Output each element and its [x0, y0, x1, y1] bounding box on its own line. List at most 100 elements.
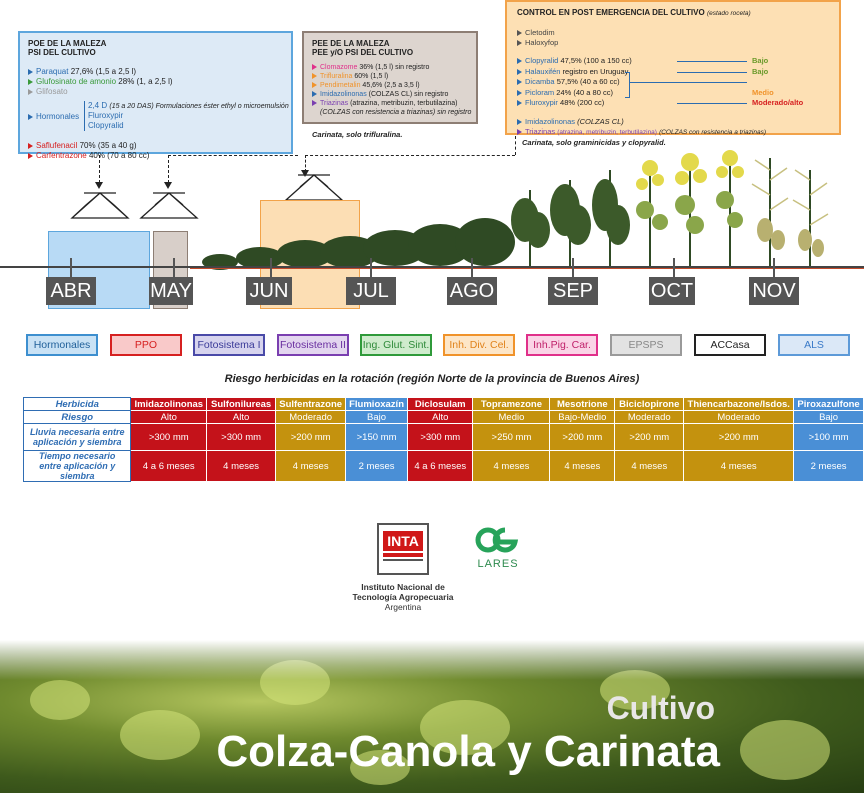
column-header: Sulfonilureas [206, 397, 277, 411]
legend-item: Fotosistema I [193, 334, 265, 356]
herbicide-name: Clopyralid [525, 56, 559, 65]
column-header: Diclosulam [407, 397, 474, 411]
hormonales-label: Hormonales [36, 112, 80, 121]
table-cell: >200 mm [549, 423, 616, 451]
herbicide-name: Trifluralina [320, 73, 353, 80]
arrow-icon [28, 68, 33, 75]
month-label: JUN [246, 277, 292, 305]
poe-item: Carfentrazone 40% (70 a 80 cc) [28, 151, 283, 161]
risk-arrow [677, 61, 747, 62]
arrow-icon [517, 128, 522, 135]
risk-arrow [630, 82, 747, 83]
poe-box: POE DE LA MALEZA PSI DEL CULTIVO Paraqua… [18, 31, 293, 160]
column-header: Piroxazulfone [793, 397, 864, 411]
arrow-down-icon [301, 170, 309, 177]
month-label: SEP [548, 277, 598, 305]
herbicide-dose: 28% (1, a 2,5 l) [118, 77, 173, 86]
row-label: Lluvia necesaria entre aplicación y siem… [22, 423, 132, 451]
risk-label: Moderado/alto [752, 98, 804, 107]
connector-line [168, 155, 298, 156]
risk-label: Bajo [752, 56, 769, 65]
herbicide-dose: 36% (1,5 l) sin registro [359, 64, 430, 71]
arrow-down-icon [95, 182, 103, 189]
post-item: Clopyralid 47,5% (100 a 150 cc) Bajo [517, 56, 829, 67]
herbicide-dose: 24% (40 a 80 cc) [556, 87, 613, 97]
legend-item: Inh. Div. Cel. [443, 334, 515, 356]
connector-line [305, 155, 306, 172]
column-header: Imidazolinonas [130, 397, 208, 411]
herbicide-dose: 45,6% (2,5 a 3,5 l) [362, 82, 420, 89]
hormonal-item: Fluroxypir [88, 111, 124, 120]
month-label: ABR [46, 277, 96, 305]
table-cell: Moderado [614, 410, 685, 424]
tree-glyph-icon [70, 192, 130, 219]
month-label: JUL [346, 277, 396, 305]
herbicide-name: Haloxyfop [525, 38, 559, 47]
table-cell: Moderado [275, 410, 347, 424]
risk-arrow [677, 71, 747, 73]
poe-item: Saflufenacil 70% (35 a 40 g) [28, 141, 283, 151]
month-tick [173, 258, 175, 278]
herbicide-name: Picloram [525, 87, 555, 97]
arrow-icon [517, 68, 522, 75]
column-header: Topramezone [472, 397, 551, 411]
arrow-icon [312, 100, 317, 107]
pee-item: Clomazome 36% (1,5 l) sin registro [312, 63, 468, 72]
table-cell: 4 meses [206, 450, 277, 482]
poe-title-1: POE DE LA MALEZA [28, 39, 107, 48]
hormonales-note: (15 a 20 DAS) Formulaciones éster ethyl … [109, 103, 289, 110]
risk-label: Bajo [752, 66, 769, 76]
tree-glyph-icon [139, 192, 199, 219]
month-tick [572, 258, 574, 278]
inta-caption: Instituto Nacional de Tecnología Agropec… [320, 582, 486, 612]
poe-item: Glifosato [28, 87, 283, 97]
inta-line-2: Tecnología Agropecuaria [352, 592, 454, 602]
pee-box: PEE DE LA MALEZA PEE y/O PSI DEL CULTIVO… [302, 31, 478, 124]
month-label: NOV [749, 277, 799, 305]
table-cell: >250 mm [472, 423, 551, 451]
herbicide-name: Imidazolinonas [320, 91, 367, 98]
herbicide-name: Glifosato [36, 87, 68, 96]
inta-line-3: Argentina [384, 602, 422, 612]
herbicide-dose: (atrazina, metribuzin, terbutilazina) [350, 100, 458, 107]
pee-item: Triazinas (atrazina, metribuzin, terbuti… [312, 99, 468, 108]
table-cell: Bajo [793, 410, 864, 424]
column-header: Mesotrione [549, 397, 616, 411]
table-cell: Medio [472, 410, 551, 424]
footer-banner [0, 640, 864, 793]
arrow-icon [517, 79, 522, 86]
herbicide-dose: (COLZAS CL) sin registro [368, 91, 449, 98]
table-cell: >150 mm [345, 423, 409, 451]
arrow-icon [28, 152, 33, 159]
month-tick [471, 258, 473, 278]
timeline-axis [0, 266, 864, 268]
column-header: Thiencarbazone/Isdos. [683, 397, 795, 411]
arrow-icon [28, 113, 33, 120]
table-cell: 2 meses [793, 450, 864, 482]
month-tick [370, 258, 372, 278]
legend-item: PPO [110, 334, 182, 356]
legend-item: EPSPS [610, 334, 682, 356]
risk-arrow [677, 103, 747, 104]
table-cell: 4 meses [614, 450, 685, 482]
month-label: OCT [649, 277, 695, 305]
table-cell: Bajo [345, 410, 409, 424]
herbicide-dose: 70% (35 a 40 g) [79, 141, 137, 150]
month-tick [773, 258, 775, 278]
table-cell: 4 a 6 meses [130, 450, 208, 482]
arrow-icon [517, 89, 522, 96]
hormonal-item: 2,4 D [88, 101, 108, 110]
post-tri-note: (atrazina, metribuzin, terbutilazina) [557, 128, 657, 136]
arrow-icon [28, 78, 33, 85]
herbicide-dose: 47,5% (100 a 150 cc) [560, 56, 632, 65]
table-cell: 2 meses [345, 450, 409, 482]
connector-line [515, 136, 516, 155]
herbicide-name: Triazinas [320, 100, 349, 107]
hormonal-item: Clopyralid [88, 121, 124, 130]
arrow-icon [28, 142, 33, 149]
crop-growth-illustration [190, 150, 864, 270]
herbicide-dose: 27,6% (1,5 a 2,5 l) [70, 67, 137, 76]
pee-item: Pendimetalin 45,6% (2,5 a 3,5 l) [312, 81, 468, 90]
table-cell: Alto [407, 410, 474, 424]
